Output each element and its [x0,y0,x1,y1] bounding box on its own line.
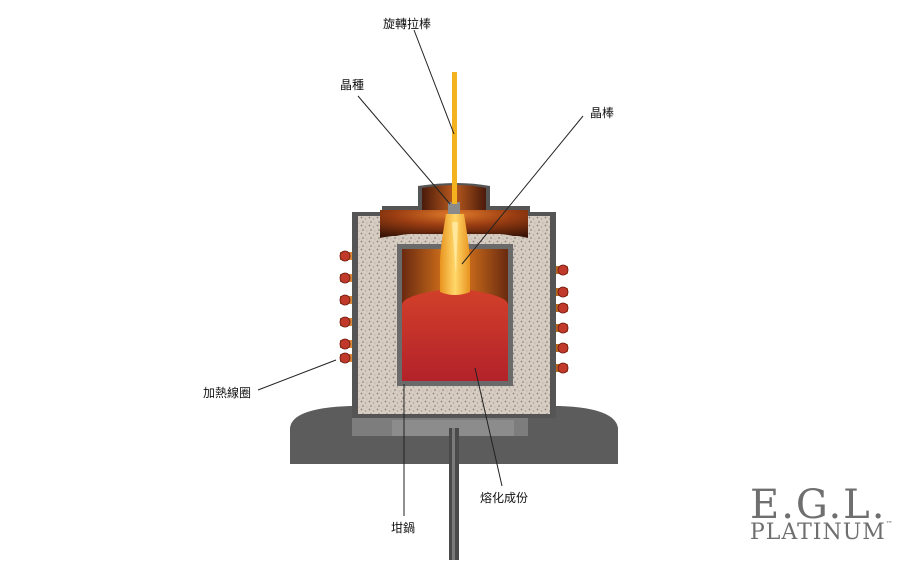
seed-holder [448,202,460,214]
coil-end [557,264,569,276]
heating-coil-right [556,264,569,374]
leader-seed-crystal [357,95,451,205]
coil-end [557,362,569,374]
label-crucible: 坩鍋 [391,521,416,535]
coil-end [339,294,351,306]
leader-molten-material [474,367,503,487]
coil-end [339,316,351,328]
support-shaft-highlight [452,428,455,560]
leader-heating-coil [257,359,337,391]
label-heating-coil: 加熱線圈 [203,386,252,400]
egl-platinum-logo: E.G.L. PLATINUM™ [750,482,893,545]
crystal-core [452,222,458,276]
pull-rod [452,72,457,204]
coil-end [339,338,351,350]
coil-end [557,286,569,298]
logo-sub-text: PLATINUM [750,520,886,545]
coil-end [557,302,569,314]
coil-end [339,250,351,262]
label-seed-crystal: 晶種 [340,78,365,92]
coil-end [339,352,351,364]
logo-main-text: E.G.L. [750,482,887,528]
label-rotating-pull-rod: 旋轉拉棒 [383,17,432,31]
leader-rotating-pull-rod [413,29,455,135]
molten-material [402,272,508,381]
coil-end [557,342,569,354]
leader-crystal-rod [461,115,584,265]
label-crystal-rod: 晶棒 [590,106,615,120]
heating-coil-left [339,250,352,364]
coil-end [339,272,351,284]
logo-tm: ™ [885,520,893,528]
label-molten-material: 熔化成份 [480,491,529,505]
coil-end [557,322,569,334]
